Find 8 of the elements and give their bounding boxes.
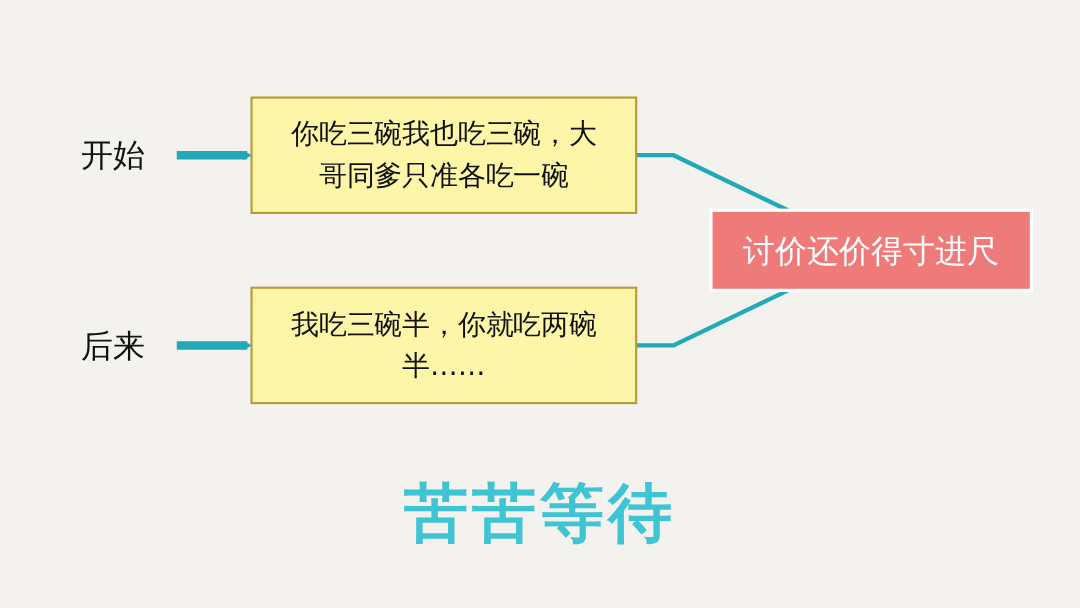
node-text: 后来	[80, 326, 145, 364]
heading-text: 苦苦等待	[404, 475, 676, 552]
node-box: 讨价还价得寸进尺	[709, 208, 1034, 292]
node-box: 你吃三碗我也吃三碗，大哥同爹只准各吃一碗	[250, 96, 638, 214]
arrow	[176, 340, 252, 350]
arrow	[176, 150, 252, 160]
node-box: 我吃三碗半，你就吃两碗半……	[250, 286, 638, 404]
node-text: 开始	[80, 136, 145, 174]
